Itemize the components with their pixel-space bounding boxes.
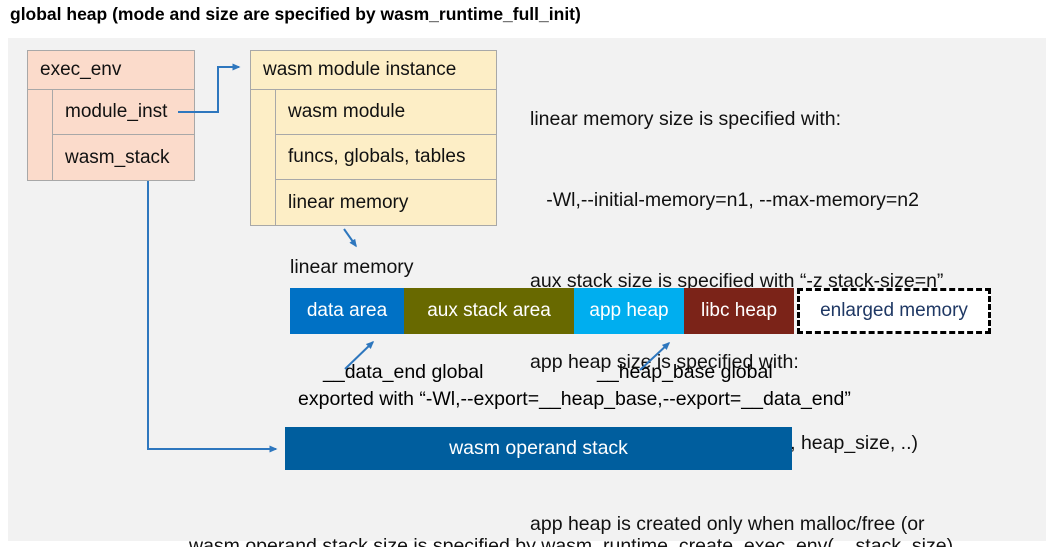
diagram-title: global heap (mode and size are specified… — [10, 4, 581, 24]
segment-app-heap: app heap — [574, 288, 684, 334]
module-instance-box: wasm module instance wasm module funcs, … — [250, 50, 497, 226]
module-instance-header: wasm module instance — [251, 51, 496, 90]
heap-base-global-label: __heap_base global — [597, 361, 773, 383]
segment-libc-heap: libc heap — [684, 288, 794, 334]
exec-env-indent — [28, 90, 53, 180]
note-line: -Wl,--initial-memory=n1, --max-memory=n2 — [530, 189, 919, 211]
segment-aux-stack-area: aux stack area — [404, 288, 574, 334]
module-instance-field-linear-memory: linear memory — [276, 180, 496, 225]
linear-memory-bar: data area aux stack area app heap libc h… — [290, 288, 794, 334]
note-line: app heap is created only when malloc/fre… — [530, 513, 925, 535]
exec-env-header: exec_env — [28, 51, 194, 90]
exec-env-field-module-inst: module_inst — [53, 90, 194, 135]
exec-env-field-wasm-stack: wasm_stack — [53, 135, 194, 180]
export-flags-note: exported with “-Wl,--export=__heap_base,… — [298, 388, 851, 410]
module-instance-field-funcs-globals-tables: funcs, globals, tables — [276, 135, 496, 180]
segment-data-area: data area — [290, 288, 404, 334]
exec-env-box: exec_env module_inst wasm_stack — [27, 50, 195, 181]
note-line: wasm operand stack size is specified by … — [189, 535, 954, 547]
wasm-operand-stack-bar: wasm operand stack — [285, 427, 792, 470]
module-instance-indent — [251, 90, 276, 225]
operand-stack-notes: wasm operand stack size is specified by … — [189, 479, 953, 547]
note-line: app heap size is specified with: — [530, 351, 799, 373]
linear-memory-label: linear memory — [290, 256, 414, 278]
module-instance-field-wasm-module: wasm module — [276, 90, 496, 135]
note-line: linear memory size is specified with: — [530, 108, 842, 130]
note-line: aux stack size is specified with “-z sta… — [530, 270, 944, 292]
segment-enlarged-memory: enlarged memory — [797, 288, 991, 334]
data-end-global-label: __data_end global — [323, 361, 484, 383]
